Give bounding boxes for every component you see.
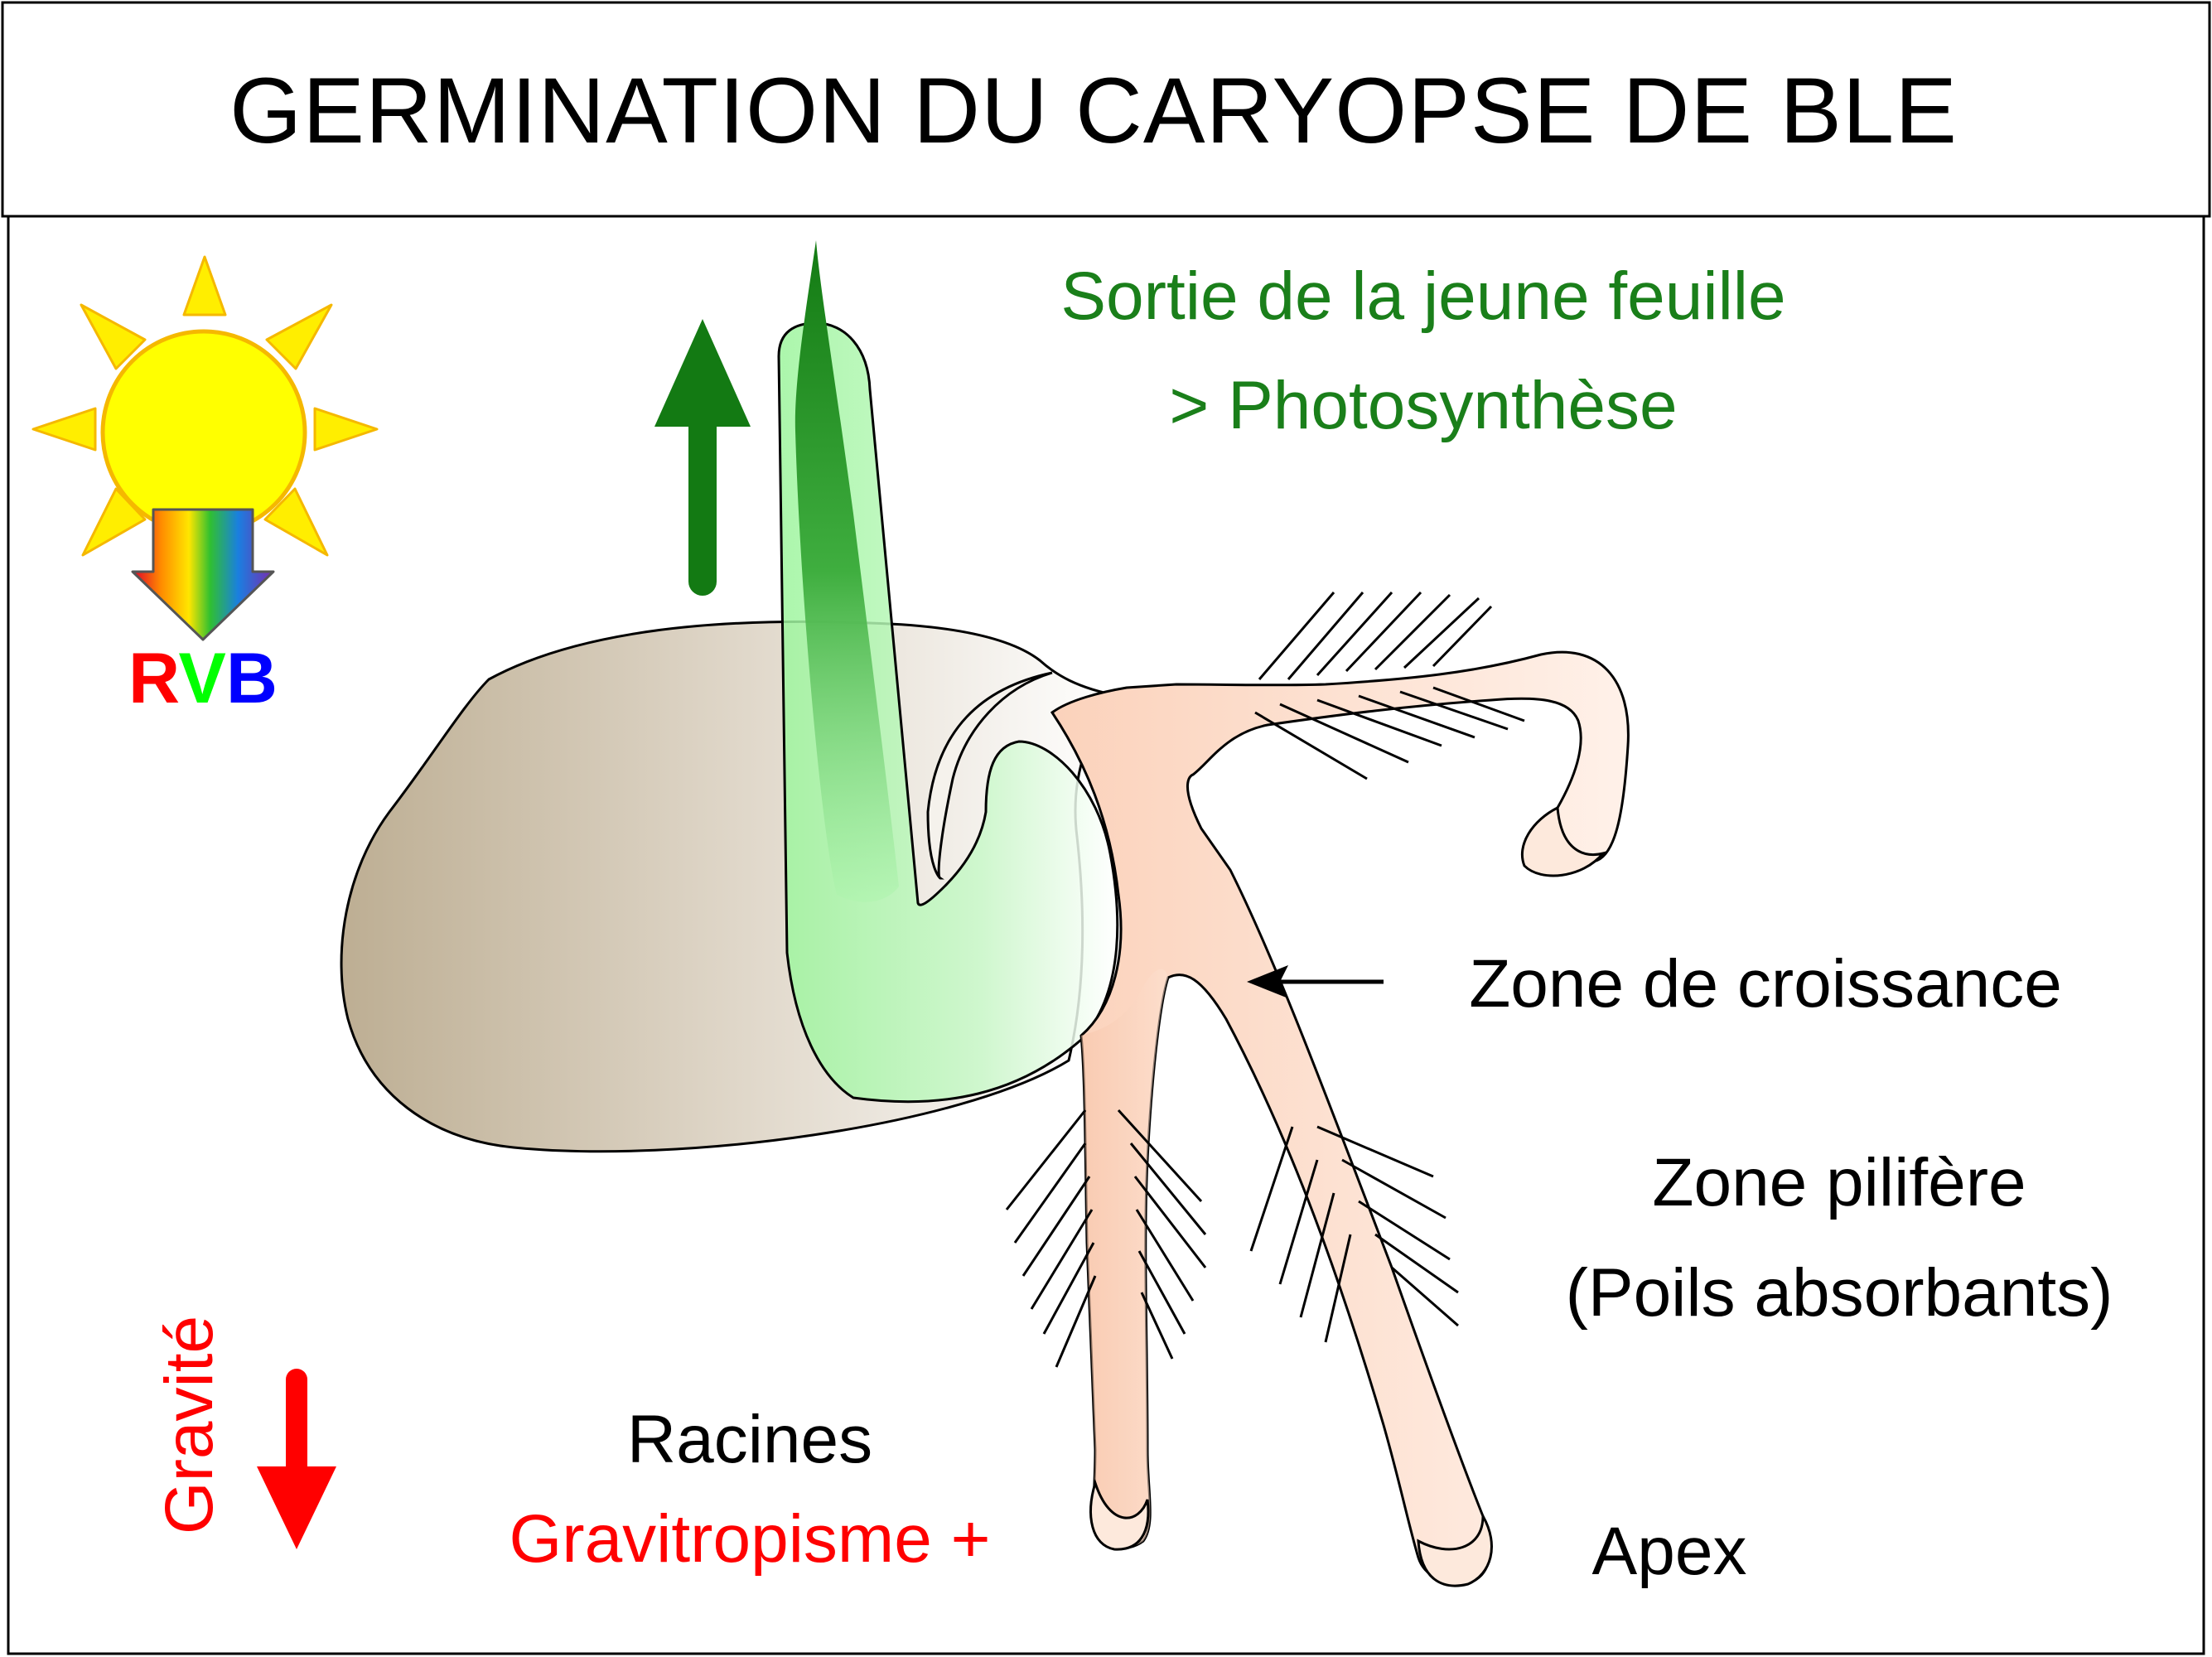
light-v-letter: V (179, 639, 226, 718)
light-spectrum-arrow-icon (131, 508, 275, 641)
secondary-root-left (1081, 969, 1168, 1548)
leaf-emergence-label: Sortie de la jeune feuille (1060, 258, 1785, 334)
root-cap-right (1417, 1511, 1493, 1587)
root-cap-upper (1520, 805, 1607, 877)
growth-zone-pointer-arrow (1247, 965, 1384, 998)
root-hairs (1005, 591, 1525, 1368)
young-leaf (794, 240, 899, 902)
root-cap-left (1089, 1478, 1150, 1551)
coleoptile (777, 321, 1119, 1104)
leaf-up-arrow-icon (654, 319, 751, 596)
light-r-letter: R (128, 639, 179, 718)
roots-label: Racines (627, 1402, 872, 1477)
gravitropism-label: Gravitropisme + (509, 1501, 990, 1577)
hair-zone-label: Zone pilifère (1652, 1145, 2026, 1220)
light-b-letter: B (226, 639, 278, 718)
apex-label: Apex (1592, 1514, 1747, 1589)
absorbent-hairs-label: (Poils absorbants) (1566, 1255, 2113, 1331)
grain-coleoptile-sheath (926, 671, 1053, 880)
sun-icon (31, 255, 379, 557)
gravity-down-arrow-icon (257, 1369, 336, 1549)
photosynthesis-label: > Photosynthèse (1169, 368, 1677, 443)
title-frame (1, 1, 2211, 218)
growth-zone-label: Zone de croissance (1469, 946, 2062, 1022)
page-title: GERMINATION DU CARYOPSE DE BLE (229, 59, 1958, 162)
light-rvb-label: RVB (128, 639, 278, 718)
gravity-label: Gravité (152, 1316, 227, 1534)
